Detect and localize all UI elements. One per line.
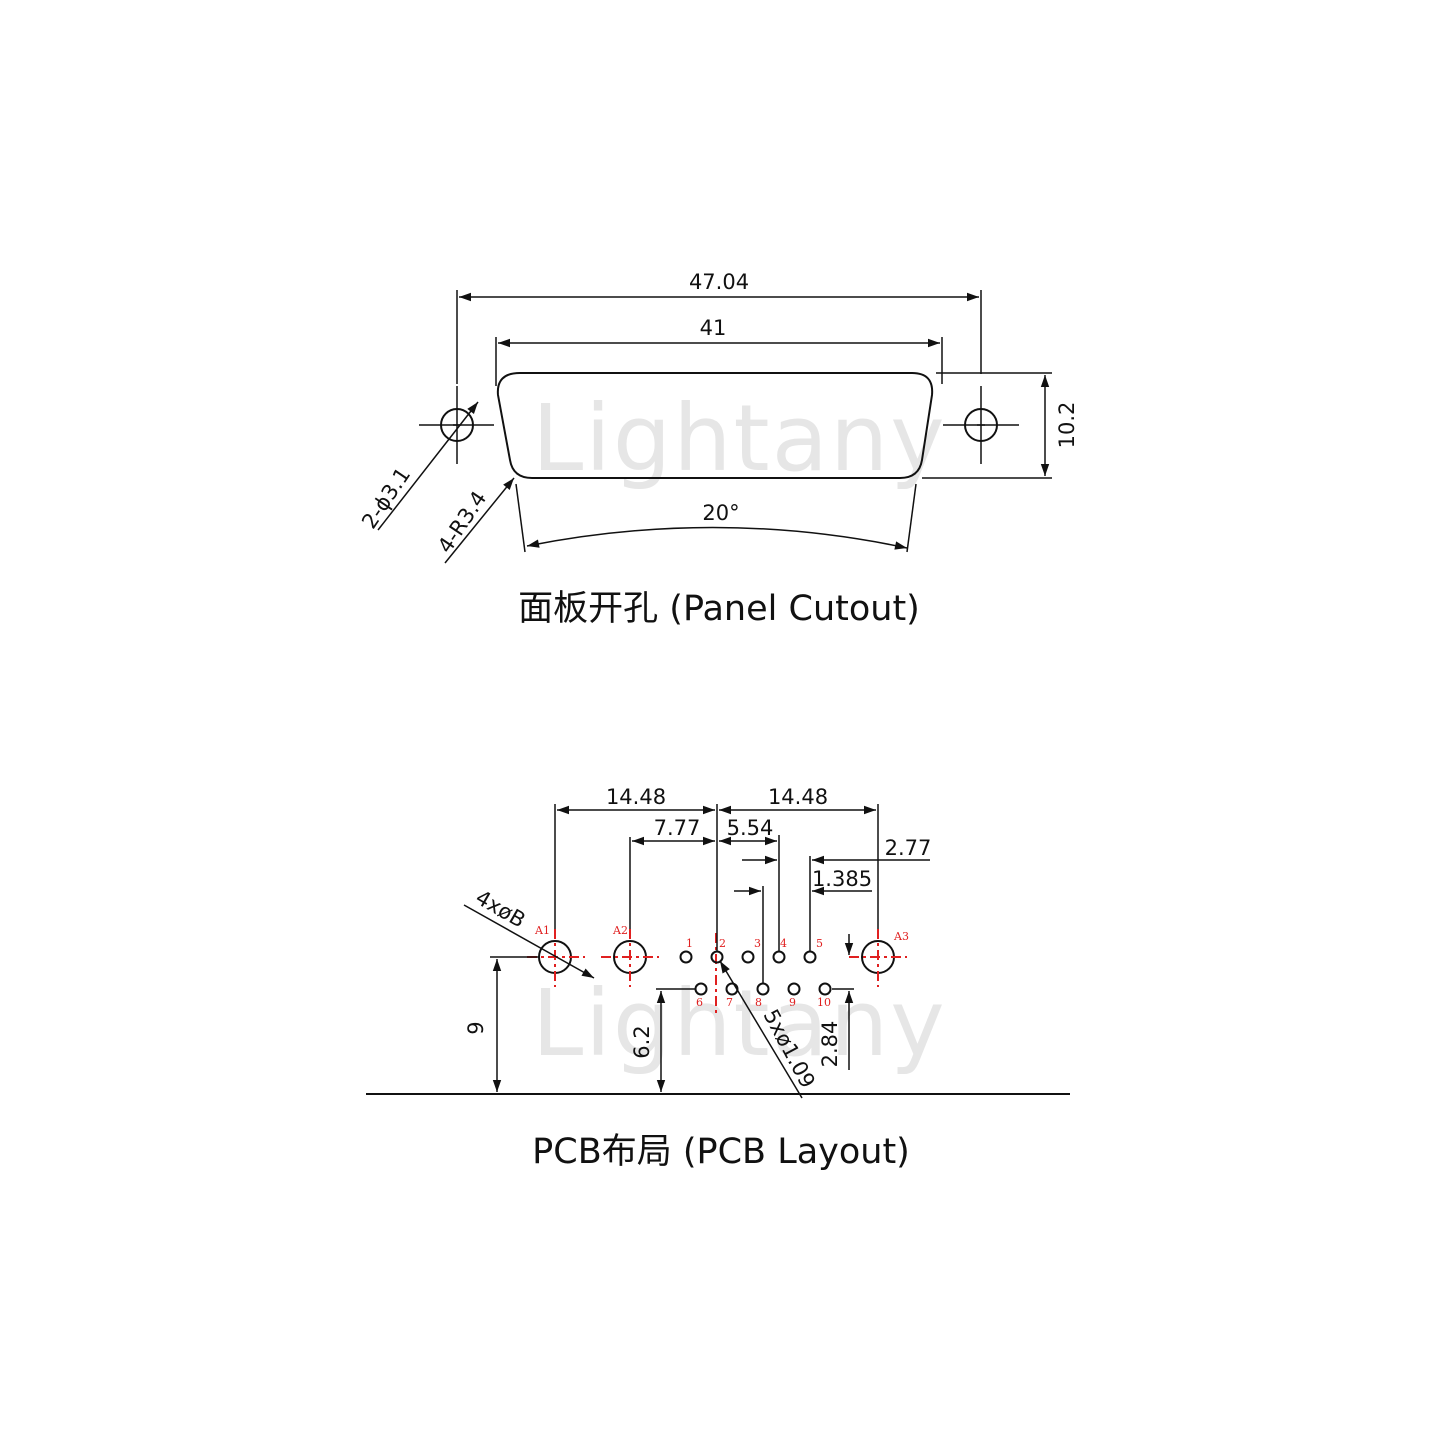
dim-half-pitch: 1.385 — [812, 867, 872, 891]
dim-height-mount: 9 — [464, 1021, 488, 1034]
dsub-cutout-outline — [496, 372, 934, 479]
dim-corner-radius: 4-R3.4 — [433, 487, 491, 558]
dim-overall-width: 47.04 — [689, 270, 749, 294]
pin-6 — [694, 982, 708, 996]
dim-a2-offset: 7.77 — [654, 816, 701, 840]
watermark-bottom: Lightany — [532, 970, 947, 1077]
pin-5 — [803, 950, 817, 964]
watermark-top: Lightany — [532, 385, 947, 492]
pin-4 — [772, 950, 786, 964]
pin-label-5: 5 — [816, 937, 823, 950]
pin-9 — [787, 982, 801, 996]
dim-height: 10.2 — [1055, 402, 1079, 449]
pin-label-8: 8 — [755, 996, 762, 1009]
pcb-layout-drawing: A1 A2 A3 1 2 3 4 5 6 7 8 9 10 — [366, 785, 1070, 1099]
dim-hole-diameter: 2-ϕ3.1 — [357, 463, 415, 533]
pin-label-7: 7 — [726, 996, 733, 1009]
pin-3 — [741, 950, 755, 964]
label-a2: A2 — [612, 924, 628, 937]
pin-label-9: 9 — [789, 996, 796, 1009]
dim-row-spacing: 2.84 — [818, 1021, 842, 1068]
pin-label-6: 6 — [696, 996, 703, 1009]
pin-2 — [710, 950, 724, 964]
pin-label-10: 10 — [817, 996, 831, 1009]
dim-right-mount: 14.48 — [768, 785, 828, 809]
pin-label-2: 2 — [719, 937, 726, 950]
label-a1: A1 — [534, 924, 550, 937]
dim-angle: 20° — [702, 501, 739, 525]
pin-label-4: 4 — [780, 937, 787, 950]
panel-cutout-caption: 面板开孔 (Panel Cutout) — [518, 589, 920, 629]
pin-8 — [756, 982, 770, 996]
dim-pin-pitch-double: 5.54 — [727, 816, 774, 840]
pin-label-3: 3 — [754, 937, 761, 950]
dim-left-mount: 14.48 — [606, 785, 666, 809]
dim-shell-width: 41 — [700, 316, 727, 340]
pin-10 — [818, 982, 832, 996]
pin-1 — [679, 950, 693, 964]
label-a3: A3 — [893, 930, 909, 943]
dim-height-a2: 6.2 — [630, 1025, 654, 1058]
dim-pin-pitch: 2.77 — [885, 836, 932, 860]
pcb-layout-caption: PCB布局 (PCB Layout) — [532, 1132, 910, 1172]
pin-label-1: 1 — [686, 937, 693, 950]
